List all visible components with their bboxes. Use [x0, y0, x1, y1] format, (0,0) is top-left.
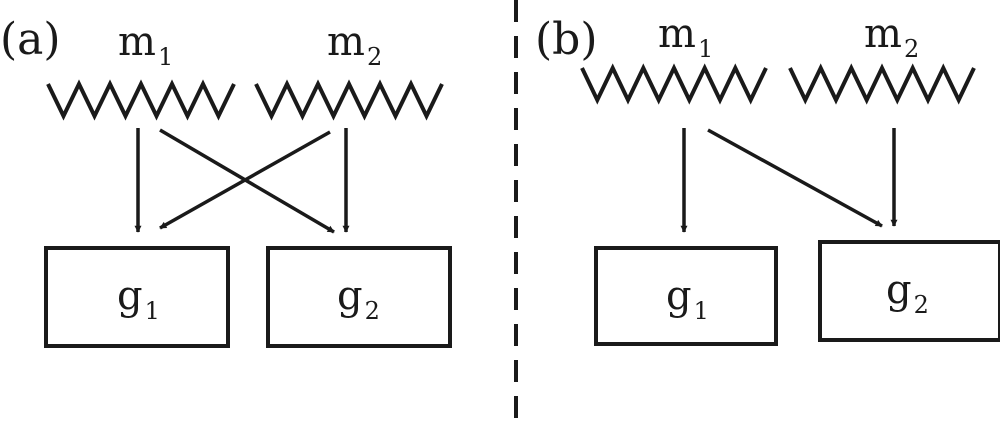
panel-a-edge-m2-to-g1-arrow [159, 130, 331, 230]
edges-layer [134, 128, 898, 234]
panel-a-gene-1-box [44, 246, 230, 348]
panel-a-gene-2-box [266, 246, 452, 348]
panel-b-mechanism-2-label: m2 [864, 11, 919, 61]
panel-b-label: (b) [535, 14, 598, 65]
panel-a-mechanism-2-spring [254, 79, 444, 121]
gene-symbol: g [117, 273, 143, 319]
mechanism-symbol: m [118, 19, 156, 65]
mechanism-symbol: m [864, 11, 902, 57]
panel-b-edge-m1-to-g2-arrow [707, 128, 883, 228]
panel-b-gene-1-label: g1 [666, 273, 709, 323]
panel-b-gene-2-label: g2 [886, 267, 929, 317]
mechanism-subscript: 2 [366, 43, 383, 71]
mechanism-subscript: 1 [157, 43, 174, 71]
gene-symbol: g [666, 273, 692, 319]
panel-a-label: (a) [0, 14, 61, 65]
mechanism-subscript: 1 [697, 35, 714, 63]
shapes-layer [44, 63, 1000, 348]
mechanism-symbol: m [327, 19, 365, 65]
gene-subscript: 1 [693, 297, 709, 325]
gene-subscript: 2 [364, 297, 380, 325]
panel-a-mechanism-2-label: m2 [327, 19, 382, 69]
panel-b-gene-2-box [818, 240, 1000, 342]
panel-b-mechanism-1-spring [580, 63, 768, 105]
panel-a-mechanism-1-spring [46, 79, 236, 121]
panel-b-mechanism-2-spring [788, 63, 976, 105]
panel-a-mechanism-1-label: m1 [118, 19, 173, 69]
panel-b-mechanism-1-label: m1 [658, 11, 713, 61]
panel-b-gene-1-box [594, 246, 778, 346]
mechanism-subscript: 2 [903, 35, 920, 63]
gene-subscript: 1 [144, 297, 160, 325]
panel-a-gene-1-label: g1 [117, 273, 160, 323]
gene-symbol: g [337, 273, 363, 319]
gene-symbol: g [886, 267, 912, 313]
panel-a-gene-2-label: g2 [337, 273, 380, 323]
panel-a-edge-m1-to-g2-arrow [159, 128, 335, 234]
mechanism-symbol: m [658, 11, 696, 57]
gene-subscript: 2 [913, 291, 929, 319]
